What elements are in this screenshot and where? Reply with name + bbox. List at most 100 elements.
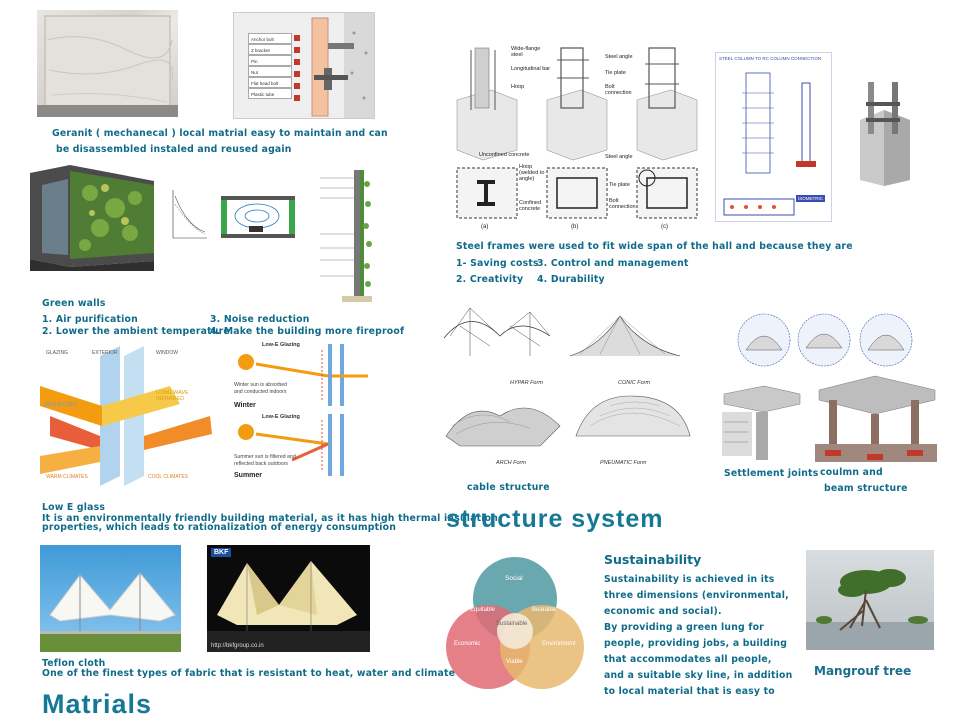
green-walls-item: 1. Air purification xyxy=(42,314,138,325)
venn-sustainable: Sustainable xyxy=(496,621,528,627)
column-beam-caption-line2: beam structure xyxy=(824,483,908,494)
steel-column-render xyxy=(850,80,920,186)
low-e-summer-text: Summer sun is filtered and reflected bac… xyxy=(234,454,296,467)
sustainability-venn-diagram: Social Equitable Bearable Sustainable Ec… xyxy=(444,555,586,693)
venn-bearable: Bearable xyxy=(532,607,557,613)
materials-title: Matrials xyxy=(42,689,153,719)
steel-label-bolt-c: Bolt connection xyxy=(609,198,636,210)
sustainability-line: that accommodates all people, xyxy=(604,654,772,665)
steel-label-unconfined: Unconfined concrete xyxy=(479,152,530,158)
low-e-label-cool: COOL CLIMATES xyxy=(148,474,189,480)
sustainability-line: By providing a green lung for xyxy=(604,622,764,633)
venn-equitable: Equitable xyxy=(470,607,496,613)
steel-item: 3. Control and management xyxy=(537,258,689,269)
steel-label-bolt: Bolt connection xyxy=(605,84,632,96)
steel-label-b: (b) xyxy=(571,224,579,230)
steel-label-confined: Confined concrete xyxy=(519,200,542,212)
steel-column-composite-diagram: Wide-flange steel Longitudinal bar Hoop … xyxy=(451,40,701,235)
sustainability-line: Sustainability is achieved in its xyxy=(604,574,775,585)
column-beam-render xyxy=(815,370,937,462)
green-wall-airflow-diagram xyxy=(157,186,299,242)
legend-item: Flat head bolt xyxy=(248,77,292,88)
column-beam-caption-line1: coulmn and xyxy=(820,467,883,478)
steel-label-c: (c) xyxy=(661,224,668,230)
low-e-glazing-label-top: Low-E Glazing xyxy=(262,342,300,348)
steel-label-wide-flange: Wide-flange steel xyxy=(511,46,541,58)
green-walls-title: Green walls xyxy=(42,298,106,309)
bkf-logo: BKF xyxy=(211,548,232,557)
low-e-desc-line1: It is an environmentally friendly buildi… xyxy=(42,513,499,524)
teflon-tent-photo xyxy=(40,545,181,652)
photo-url-caption: http://bkfgroup.co.in xyxy=(211,643,264,649)
steel-label-hoop-welded: Hoop (welded to angle) xyxy=(519,164,545,182)
steel-item: 2. Creativity xyxy=(456,274,524,285)
steel-rc-detail-title: STEEL COLUMN TO RC COLUMN CONNECTION xyxy=(719,56,822,61)
sustainability-line: people, providing jobs, a building xyxy=(604,638,788,649)
membrane-circles-diagram xyxy=(734,312,924,368)
sustainability-line: to local material that is easy to xyxy=(604,686,775,697)
steel-label-tie-plate-c: Tie plate xyxy=(609,182,630,188)
low-e-winter-text: Winter sun is absorbed and conducted ind… xyxy=(234,382,288,395)
form-label-conic: CONIC Form xyxy=(618,380,651,386)
venn-economic: Economic xyxy=(454,641,481,647)
sustainability-line: three dimensions (environmental, xyxy=(604,590,789,601)
green-walls-item: 2. Lower the ambient temperature xyxy=(42,326,230,337)
steel-label-a: (a) xyxy=(481,224,489,230)
teflon-title: Teflon cloth xyxy=(42,658,106,669)
sustainability-text: Sustainability is achieved in its three … xyxy=(604,572,794,700)
settlement-joint-diagram xyxy=(720,382,802,462)
low-e-label-warm: WARM CLIMATES xyxy=(46,474,88,480)
green-walls-item: 4. Make the building more fireproof xyxy=(210,326,405,337)
form-label-pneumatic: PNEUMATIC Form xyxy=(600,460,647,466)
green-wall-render xyxy=(30,163,154,271)
mangrove-caption: Mangrouf tree xyxy=(814,664,912,678)
low-e-title: Low E glass xyxy=(42,502,106,513)
low-e-glass-diagram: GLAZING EXTERIOR WINDOW REFLECTED LONG W… xyxy=(40,346,222,494)
settlement-caption: Settlement joints xyxy=(724,468,819,479)
sustainability-line: economic and social). xyxy=(604,606,722,617)
teflon-night-photo: BKF http://bkfgroup.co.in xyxy=(207,545,370,652)
steel-caption: Steel frames were used to fit wide span … xyxy=(456,241,853,252)
granite-slab-photo xyxy=(37,10,178,117)
venn-social: Social xyxy=(505,575,523,582)
legend-item: Pin xyxy=(248,55,292,66)
sustainability-title: Sustainability xyxy=(604,552,702,567)
low-e-summer-label: Summer xyxy=(234,472,263,479)
low-e-winter-summer-diagram: Low-E Glazing Winter sun is absorbed and… xyxy=(232,340,370,482)
low-e-label-reflected: REFLECTED xyxy=(44,402,77,408)
green-wall-section-detail xyxy=(312,164,378,306)
steel-label-long-bar: Longitudinal bar xyxy=(511,66,551,72)
steel-label-steel-angle: Steel angle xyxy=(605,54,633,60)
teflon-desc: One of the finest types of fabric that i… xyxy=(42,668,456,679)
granite-caption-line2: be disassembled instaled and reused agai… xyxy=(56,144,292,155)
green-walls-item: 3. Noise reduction xyxy=(210,314,310,325)
steel-item: 1- Saving costs xyxy=(456,258,539,269)
sustainability-line: and a suitable sky line, in addition xyxy=(604,670,793,681)
cable-forms-diagram: HYPAR Form CONIC Form ARCH Form PNEUMATI… xyxy=(440,296,710,472)
venn-viable: Viable xyxy=(506,659,523,665)
cable-caption: cable structure xyxy=(467,482,550,493)
form-label-arch: ARCH Form xyxy=(496,460,526,466)
isometric-label: ISOMETRIC xyxy=(796,195,826,202)
low-e-label-long-wave: LONG WAVE INFRARED xyxy=(156,390,189,402)
steel-rc-connection-drawing: STEEL COLUMN TO RC COLUMN CONNECTION ISO… xyxy=(715,52,832,222)
low-e-label-window: WINDOW xyxy=(156,350,178,356)
steel-label-hoop: Hoop xyxy=(511,84,525,90)
granite-anchor-detail: Anchor bolt Z bracket Pin Nut Flat head … xyxy=(233,12,375,119)
low-e-winter-label: Winter xyxy=(234,402,256,409)
legend-item: Plastic tube xyxy=(248,88,292,99)
venn-environment: Environment xyxy=(542,641,576,647)
legend-item: Z bracket xyxy=(248,44,292,55)
legend-item: Anchor bolt xyxy=(248,33,292,44)
steel-item: 4. Durability xyxy=(537,274,605,285)
granite-legend: Anchor bolt Z bracket Pin Nut Flat head … xyxy=(248,33,292,99)
steel-label-steel-angle-c: Steel angle xyxy=(605,154,633,160)
low-e-label-exterior: EXTERIOR xyxy=(92,350,118,356)
legend-item: Nut xyxy=(248,66,292,77)
low-e-label-glazing: GLAZING xyxy=(46,350,68,356)
granite-caption-line1: Geranit ( mechanecal ) local matrial eas… xyxy=(52,128,388,139)
low-e-glazing-label-bottom: Low-E Glazing xyxy=(262,414,300,420)
form-label-hypar: HYPAR Form xyxy=(510,380,543,386)
low-e-desc-line2: properties, which leads to rationalizati… xyxy=(42,522,397,533)
granite-caption: Geranit ( mechanecal ) local matrial eas… xyxy=(52,126,392,158)
